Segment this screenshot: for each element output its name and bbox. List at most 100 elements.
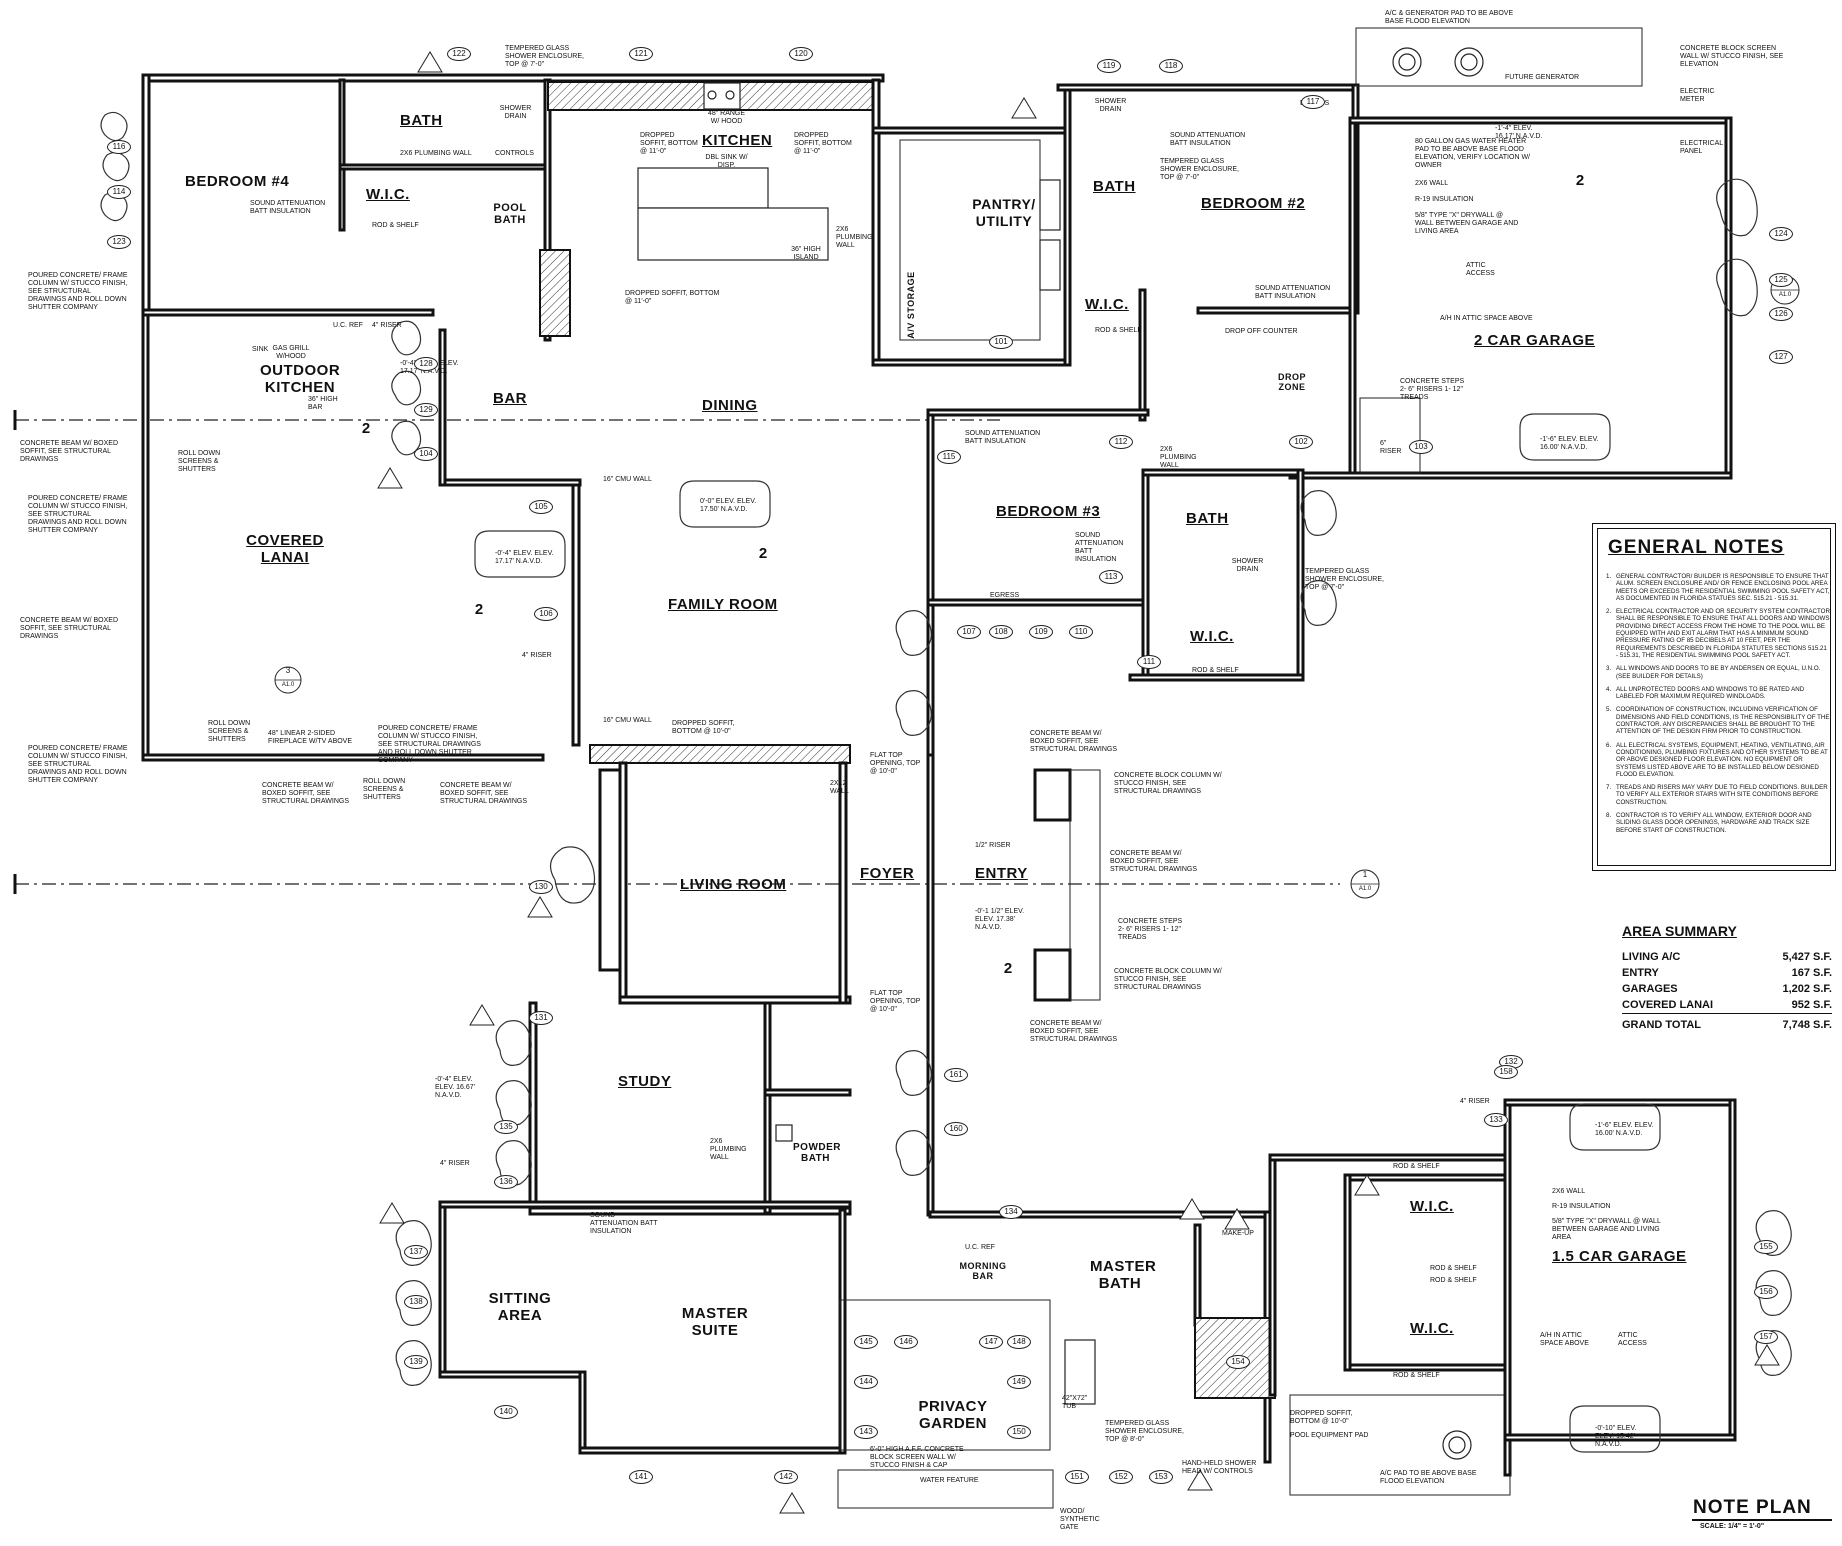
room-bath-bed3: BATH <box>1186 510 1229 527</box>
note-cmu-bottom: 16" CMU WALL <box>603 717 652 724</box>
note-roll-down-2: ROLL DOWN SCREENS & SHUTTERS <box>208 720 251 743</box>
note-beam-entry-bottom: CONCRETE BEAM W/ BOXED SOFFIT, SEE STRUC… <box>1030 1020 1117 1043</box>
note-rod-shelf-m1: ROD & SHELF <box>1393 1163 1440 1170</box>
note-shower-bed2: TEMPERED GLASS SHOWER ENCLOSURE, TOP @ 7… <box>1160 158 1239 181</box>
note-roll-down-3: ROLL DOWN SCREENS & SHUTTERS <box>363 778 406 801</box>
room-tag: 119 <box>1097 59 1121 73</box>
general-note-item: 4.ALL UNPROTECTED DOORS AND WINDOWS TO B… <box>1606 685 1805 701</box>
note-sound-att-master: SOUND ATTENUATION BATT INSULATION <box>590 1212 658 1235</box>
note-water-heater: 80 GALLON GAS WATER HEATER PAD TO BE ABO… <box>1415 138 1531 169</box>
room-tag: 160 <box>944 1122 968 1136</box>
note-2x12: 2X12 WALL <box>830 780 849 795</box>
note-soffit-kitchen-right: DROPPED SOFFIT, BOTTOM @ 11'-0" <box>794 132 852 155</box>
note-cmu-top: 16" CMU WALL <box>603 476 652 483</box>
room-tag: 158 <box>1494 1065 1518 1079</box>
note-riser-garage: 6" RISER <box>1380 440 1402 455</box>
room-master-suite: MASTER SUITE <box>681 1305 749 1339</box>
note-beam-4: CONCRETE BEAM W/ BOXED SOFFIT, SEE STRUC… <box>440 782 527 805</box>
note-2x6-garage15: 2x6 WALL <box>1552 1188 1586 1195</box>
room-foyer: FOYER <box>860 865 915 882</box>
room-tag: 129 <box>414 403 438 417</box>
room-tag: 120 <box>789 47 813 61</box>
room-kitchen: KITCHEN <box>702 132 773 149</box>
room-tag: 140 <box>494 1405 518 1419</box>
note-col-stucco-2: POURED CONCRETE/ FRAME COLUMN W/ STUCCO … <box>28 495 128 534</box>
note-rod-shelf-bed4: ROD & SHELF <box>372 222 419 229</box>
note-rod-shelf-m2: ROD & SHELF <box>1430 1265 1477 1272</box>
note-electrical-panel: ELECTRICAL PANEL <box>1680 140 1723 155</box>
note-block-col-top: CONCRETE BLOCK COLUMN W/ STUCCO FINISH, … <box>1114 772 1222 795</box>
note-egress-bed3: EGRESS <box>990 592 1020 599</box>
note-ac-pad2: A/C PAD TO BE ABOVE BASE FLOOD ELEVATION <box>1380 1470 1477 1485</box>
room-tag: 112 <box>1109 435 1133 449</box>
general-note-item: 6.ALL ELECTRICAL SYSTEMS, EQUIPMENT, HEA… <box>1606 741 1828 778</box>
room-tag: 108 <box>989 625 1013 639</box>
room-tag: 121 <box>629 47 653 61</box>
elev-lanai: -0'-4" ELEV. ELEV. 17.17' N.A.V.D. <box>495 550 554 565</box>
room-tag: 147 <box>979 1335 1003 1349</box>
sheet-title-rule <box>1692 1519 1832 1521</box>
note-shower-master: TEMPERED GLASS SHOWER ENCLOSURE, TOP @ 8… <box>1105 1420 1184 1443</box>
room-tag: 117 <box>1301 95 1325 109</box>
room-tag: 136 <box>494 1175 518 1189</box>
note-rh-garage15: R-19 INSULATION <box>1552 1203 1611 1210</box>
note-steps-entry: CONCRETE STEPS 2- 6" RISERS 1- 12" TREAD… <box>1118 918 1183 941</box>
general-note-item: 8.CONTRACTOR IS TO VERIFY ALL WINDOW, EX… <box>1606 812 1812 834</box>
room-pool-bath: POOL BATH <box>493 202 527 226</box>
note-controls-bed4: CONTROLS <box>495 150 534 157</box>
room-tag: 148 <box>1007 1335 1031 1349</box>
general-note-item: 3.ALL WINDOWS AND DOORS TO BE BY ANDERSE… <box>1606 665 1821 680</box>
note-island: 36" HIGH ISLAND <box>791 246 821 261</box>
note-ah-garage2: A/H IN ATTIC SPACE ABOVE <box>1440 315 1533 322</box>
room-tag: 150 <box>1007 1425 1031 1439</box>
elev-garage2-top: -1'-4" ELEV. 16.17' N.A.V.D. <box>1495 125 1543 140</box>
room-tag: 114 <box>107 185 131 199</box>
room-tag: 155 <box>1754 1240 1778 1254</box>
general-note-item: 1.GENERAL CONTRACTOR/ BUILDER IS RESPONS… <box>1606 573 1830 602</box>
note-riser-master: 4" RISER <box>440 1160 470 1167</box>
room-powder-bath: POWDER BATH <box>793 1142 841 1164</box>
room-tag: 122 <box>447 47 471 61</box>
note-half-riser: 1/2" RISER <box>975 842 1011 849</box>
note-sink-outdoor: SINK <box>252 346 269 353</box>
note-beam-3: CONCRETE BEAM W/ BOXED SOFFIT, SEE STRUC… <box>262 782 349 805</box>
note-make-up: MAKE-UP <box>1222 1230 1254 1237</box>
section-sheet-ref-3: A1.0 <box>281 682 295 688</box>
room-tag: 127 <box>1769 350 1793 364</box>
note-wood-gate: WOOD/ SYNTHETIC GATE <box>1060 1508 1100 1531</box>
room-tag: 153 <box>1149 1470 1173 1484</box>
room-tag: 104 <box>414 447 438 461</box>
note-electric-meter: ELECTRIC METER <box>1680 88 1715 103</box>
room-two-car-garage: 2 CAR GARAGE <box>1474 332 1596 349</box>
note-pool-pad: POOL EQUIPMENT PAD <box>1290 1432 1369 1439</box>
room-bath-bed4: BATH <box>400 112 443 129</box>
room-tag: 103 <box>1409 440 1433 454</box>
room-tag: 115 <box>937 450 961 464</box>
note-plumbing-wall-pantry: 2x6 PLUMBING WALL <box>836 226 873 249</box>
room-tag: 135 <box>494 1120 518 1134</box>
elev-garage15: -1'-6" ELEV. ELEV. 16.00' N.A.V.D. <box>1595 1122 1654 1137</box>
room-tag: 139 <box>404 1355 428 1369</box>
note-roll-down-1: ROLL DOWN SCREENS & SHUTTERS <box>178 450 221 473</box>
note-attic-garage2: ATTIC ACCESS <box>1466 262 1495 277</box>
room-av-storage: A/V STORAGE <box>906 271 916 339</box>
note-shower-drain-bed2: SHOWER DRAIN <box>1094 98 1127 113</box>
section-marker-2-garage: 2 <box>1575 172 1585 189</box>
general-notes-list: 1.GENERAL CONTRACTOR/ BUILDER IS RESPONS… <box>1606 573 1830 840</box>
note-shower-drain-bed4: SHOWER DRAIN <box>499 105 532 120</box>
section-sheet-ref-a1: A1.0 <box>1778 292 1792 298</box>
note-plumbing-powder: 2x6 PLUMBING WALL <box>710 1138 747 1161</box>
room-outdoor-kitchen: OUTDOOR KITCHEN <box>260 362 341 396</box>
note-soffit-10: DROPPED SOFFIT, BOTTOM @ 10'-0" <box>672 720 735 735</box>
room-tag: 124 <box>1769 227 1793 241</box>
elev-garage2: -1'-6" ELEV. ELEV. 16.00' N.A.V.D. <box>1540 436 1599 451</box>
note-shower-enclosure: TEMPERED GLASS SHOWER ENCLOSURE, TOP @ 7… <box>505 45 584 68</box>
general-note-item: 2.ELECTRICAL CONTRACTOR AND OR SECURITY … <box>1606 608 1830 659</box>
room-tag: 143 <box>854 1425 878 1439</box>
room-tag: 102 <box>1289 435 1313 449</box>
note-flat-top-living: FLAT TOP OPENING, TOP @ 10'-0" <box>870 752 921 775</box>
room-tag: 133 <box>1484 1113 1508 1127</box>
